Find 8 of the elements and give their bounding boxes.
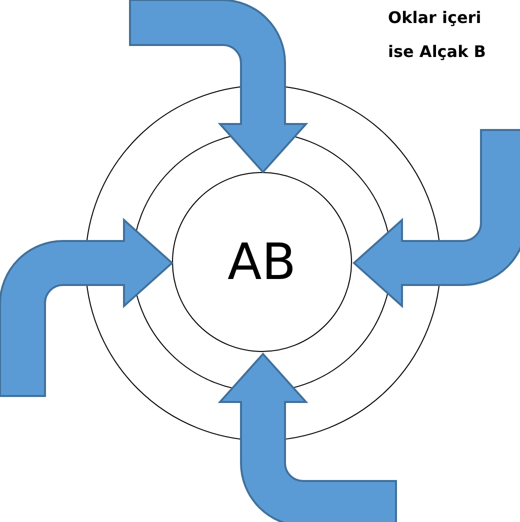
bent-arrow [0, 219, 173, 397]
bent-arrow [219, 353, 397, 522]
note-text: Oklar içeri [388, 8, 482, 27]
center-label: AB [226, 232, 298, 291]
center-circle [172, 172, 352, 352]
bent-arrow [353, 129, 520, 307]
bent-arrow [129, 0, 307, 173]
note-text: ise Alçak B [388, 42, 486, 61]
